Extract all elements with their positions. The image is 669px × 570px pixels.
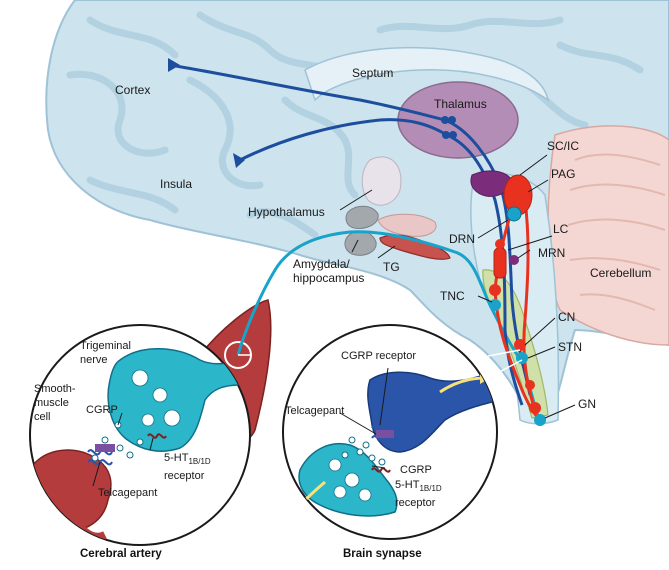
- label-amygdala-line2: hippocampus: [293, 271, 365, 285]
- 5ht-receptor-synapse: [371, 467, 391, 473]
- label-drn: DRN: [449, 232, 475, 246]
- sc-ic: [470, 170, 513, 197]
- label-5ht-sub-right: 1B/1D: [419, 484, 442, 494]
- label-mrn: MRN: [538, 246, 566, 260]
- label-septum: Septum: [352, 66, 394, 80]
- lc: [493, 247, 507, 279]
- postsynaptic-neuron: [367, 368, 497, 453]
- label-cgrp-right: CGRP: [400, 464, 432, 476]
- mrn: [509, 255, 519, 265]
- label-smooth-muscle-cell: Smooth- muscle cell: [34, 382, 76, 424]
- label-smooth-line2: muscle: [34, 397, 69, 409]
- label-trigeminal-nerve: Trigeminal nerve: [80, 339, 131, 367]
- label-lc: LC: [553, 222, 569, 236]
- label-telcagepant-left: Telcagepant: [98, 487, 158, 499]
- hypothalamus: [361, 156, 402, 206]
- label-cgrp-left: CGRP: [86, 404, 118, 416]
- caption-cerebral-artery: Cerebral artery: [80, 548, 162, 560]
- label-stn: STN: [558, 340, 582, 354]
- thalamus: [397, 81, 519, 159]
- drn: [506, 206, 522, 222]
- corpus-callosum: [304, 46, 550, 102]
- cerebellum-folia: [567, 153, 666, 311]
- amygdala-shape: [344, 230, 377, 256]
- telcagepant-molecule: [95, 444, 115, 452]
- 5ht-receptor: [147, 433, 167, 439]
- label-tg: TG: [383, 260, 400, 274]
- label-cerebellum: Cerebellum: [590, 266, 652, 280]
- hypothalamic-nucleus: [345, 205, 379, 229]
- label-gn: GN: [578, 397, 596, 411]
- synaptic-vesicles-synapse: [328, 458, 372, 502]
- temporal-structure: [377, 213, 437, 237]
- caption-brain-synapse: Brain synapse: [343, 548, 422, 560]
- label-smooth-line1: Smooth-: [34, 383, 76, 395]
- label-5ht-prefix-left: 5-HT: [164, 452, 189, 464]
- label-cgrp-receptor: CGRP receptor: [341, 350, 416, 362]
- inset-connectors: [238, 349, 523, 379]
- label-amygdala-line1: Amygdala/: [293, 257, 350, 271]
- label-insula: Insula: [160, 177, 193, 191]
- cgrp-molecules-synapse: [341, 436, 386, 466]
- label-thalamus: Thalamus: [434, 97, 487, 111]
- label-5ht-sub-left: 1B/1D: [188, 457, 211, 467]
- label-trigeminal-line2: nerve: [80, 354, 108, 366]
- synaptic-vesicles: [131, 369, 181, 427]
- axon-terminals: [168, 58, 457, 168]
- label-receptor-word-left: receptor: [164, 470, 205, 483]
- brain-synapse-inset-content: [283, 368, 497, 524]
- inset-leader-lines: [92, 367, 389, 487]
- label-amygdala: Amygdala/ hippocampus: [293, 257, 364, 285]
- label-smooth-line3: cell: [34, 411, 51, 423]
- label-receptor-word-right: receptor: [395, 497, 436, 510]
- thalamocortical-pathways: [169, 63, 532, 406]
- label-tnc: TNC: [440, 289, 465, 303]
- label-telcagepant-right: Telcagepant: [285, 405, 345, 417]
- label-cortex: Cortex: [115, 83, 151, 97]
- label-pag: PAG: [551, 167, 576, 181]
- telcagepant-synapse: [376, 430, 394, 438]
- label-cn: CN: [558, 310, 576, 324]
- label-trigeminal-line1: Trigeminal: [80, 340, 131, 352]
- trigeminal-ganglion: [379, 234, 451, 260]
- label-5ht-prefix-right: 5-HT: [395, 479, 420, 491]
- label-hypothalamus: Hypothalamus: [248, 205, 325, 219]
- cerebral-artery-inset-content: [30, 348, 241, 541]
- artery-focus-ring: [224, 341, 252, 369]
- label-5ht-receptor-right: 5-HT1B/1D receptor: [395, 478, 442, 510]
- label-5ht-receptor-left: 5-HT1B/1D receptor: [164, 451, 211, 483]
- leader-lines: [339, 154, 576, 419]
- cgrp-molecules: [91, 421, 144, 462]
- label-sc-ic: SC/IC: [547, 139, 580, 153]
- lc-upper: [495, 239, 505, 249]
